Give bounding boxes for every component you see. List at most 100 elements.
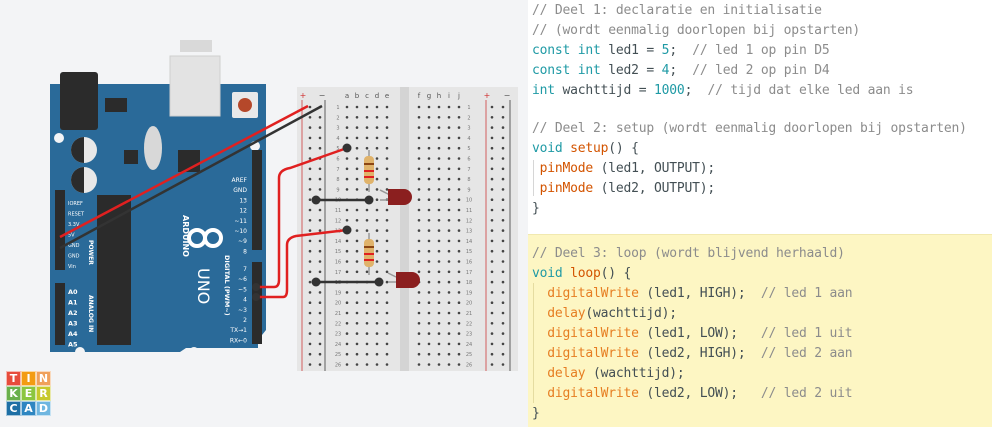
- rail-hole[interactable]: [490, 342, 494, 346]
- breadboard-hole[interactable]: [365, 301, 369, 305]
- breadboard-hole[interactable]: [437, 208, 441, 212]
- breadboard-hole[interactable]: [385, 208, 389, 212]
- breadboard-hole[interactable]: [375, 322, 379, 325]
- rail-hole[interactable]: [308, 116, 312, 119]
- rail-hole[interactable]: [308, 136, 312, 140]
- breadboard-hole[interactable]: [355, 105, 359, 109]
- rail-hole[interactable]: [501, 322, 505, 325]
- wire-end[interactable]: [252, 293, 260, 301]
- breadboard-hole[interactable]: [447, 116, 451, 119]
- code-section-setup[interactable]: // Deel 2: setup (wordt eenmalig doorlop…: [528, 110, 992, 234]
- breadboard-hole[interactable]: [375, 198, 379, 201]
- breadboard-hole[interactable]: [345, 260, 349, 263]
- breadboard-hole[interactable]: [417, 177, 421, 181]
- breadboard-hole[interactable]: [417, 332, 421, 335]
- rail-hole[interactable]: [490, 260, 494, 263]
- rail-hole[interactable]: [318, 322, 322, 325]
- breadboard-hole[interactable]: [365, 126, 369, 129]
- breadboard-hole[interactable]: [427, 157, 431, 160]
- rail-hole[interactable]: [501, 332, 505, 335]
- breadboard-hole[interactable]: [375, 260, 379, 263]
- rail-hole[interactable]: [501, 126, 505, 129]
- breadboard-hole[interactable]: [385, 342, 389, 346]
- breadboard-hole[interactable]: [457, 116, 461, 119]
- breadboard-hole[interactable]: [385, 291, 389, 294]
- breadboard-hole[interactable]: [437, 249, 441, 253]
- breadboard-hole[interactable]: [375, 116, 379, 119]
- breadboard-hole[interactable]: [457, 239, 461, 243]
- breadboard-hole[interactable]: [457, 208, 461, 212]
- rail-hole[interactable]: [308, 260, 312, 263]
- breadboard-hole[interactable]: [345, 136, 349, 140]
- breadboard-hole[interactable]: [427, 280, 431, 284]
- breadboard-hole[interactable]: [457, 188, 461, 191]
- rail-hole[interactable]: [308, 249, 312, 253]
- breadboard-hole[interactable]: [447, 301, 451, 305]
- breadboard-hole[interactable]: [385, 322, 389, 325]
- breadboard-hole[interactable]: [385, 332, 389, 335]
- code-line[interactable]: const int led2 = 4; // led 2 op pin D4: [532, 61, 830, 81]
- breadboard-hole[interactable]: [355, 219, 359, 222]
- rail-hole[interactable]: [501, 342, 505, 346]
- breadboard-hole[interactable]: [457, 249, 461, 253]
- rail-hole[interactable]: [490, 229, 494, 232]
- rail-hole[interactable]: [490, 105, 494, 109]
- rail-hole[interactable]: [490, 301, 494, 305]
- rail-hole[interactable]: [318, 342, 322, 346]
- breadboard-hole[interactable]: [447, 270, 451, 274]
- rail-hole[interactable]: [308, 146, 312, 150]
- breadboard-hole[interactable]: [355, 352, 359, 356]
- breadboard-hole[interactable]: [355, 311, 359, 315]
- code-section-declaration[interactable]: // Deel 1: declaratie en initialisatie//…: [528, 0, 992, 110]
- breadboard-hole[interactable]: [437, 167, 441, 171]
- breadboard-hole[interactable]: [427, 239, 431, 243]
- breadboard-hole[interactable]: [385, 126, 389, 129]
- breadboard-hole[interactable]: [385, 167, 389, 171]
- breadboard-hole[interactable]: [355, 208, 359, 212]
- rail-hole[interactable]: [318, 219, 322, 222]
- breadboard-hole[interactable]: [355, 157, 359, 160]
- breadboard-hole[interactable]: [355, 116, 359, 119]
- rail-hole[interactable]: [490, 363, 494, 366]
- rail-hole[interactable]: [490, 280, 494, 284]
- breadboard-hole[interactable]: [365, 146, 369, 150]
- rail-hole[interactable]: [501, 157, 505, 160]
- wire-pin5[interactable]: [258, 146, 348, 289]
- breadboard-hole[interactable]: [385, 105, 389, 109]
- rail-hole[interactable]: [308, 167, 312, 171]
- breadboard-hole[interactable]: [437, 270, 441, 274]
- code-line[interactable]: digitalWrite (led2, LOW); // led 2 uit: [532, 384, 852, 404]
- rail-hole[interactable]: [501, 105, 505, 109]
- breadboard-hole[interactable]: [457, 332, 461, 335]
- breadboard-hole[interactable]: [375, 239, 379, 243]
- rail-hole[interactable]: [490, 322, 494, 325]
- breadboard-hole[interactable]: [437, 198, 441, 201]
- code-line[interactable]: void setup() {: [532, 139, 639, 159]
- resistor-1[interactable]: [364, 150, 374, 192]
- breadboard-hole[interactable]: [447, 146, 451, 150]
- breadboard-hole[interactable]: [457, 291, 461, 294]
- breadboard-hole[interactable]: [437, 311, 441, 315]
- breadboard-hole[interactable]: [375, 157, 379, 160]
- breadboard-hole[interactable]: [427, 126, 431, 129]
- breadboard-hole[interactable]: [417, 352, 421, 356]
- breadboard-hole[interactable]: [447, 177, 451, 181]
- code-line[interactable]: digitalWrite (led1, HIGH); // led 1 aan: [532, 284, 852, 304]
- breadboard-hole[interactable]: [447, 280, 451, 284]
- breadboard-hole[interactable]: [375, 136, 379, 140]
- breadboard-hole[interactable]: [417, 116, 421, 119]
- rail-hole[interactable]: [318, 188, 322, 191]
- breadboard-hole[interactable]: [437, 126, 441, 129]
- rail-hole[interactable]: [501, 301, 505, 305]
- breadboard-hole[interactable]: [417, 219, 421, 222]
- breadboard-hole[interactable]: [447, 136, 451, 140]
- breadboard-hole[interactable]: [427, 363, 431, 366]
- breadboard-hole[interactable]: [375, 126, 379, 129]
- breadboard-hole[interactable]: [375, 249, 379, 253]
- breadboard-hole[interactable]: [385, 116, 389, 119]
- breadboard-hole[interactable]: [437, 136, 441, 140]
- rail-hole[interactable]: [490, 291, 494, 294]
- breadboard-hole[interactable]: [457, 219, 461, 222]
- wire-end[interactable]: [374, 277, 384, 287]
